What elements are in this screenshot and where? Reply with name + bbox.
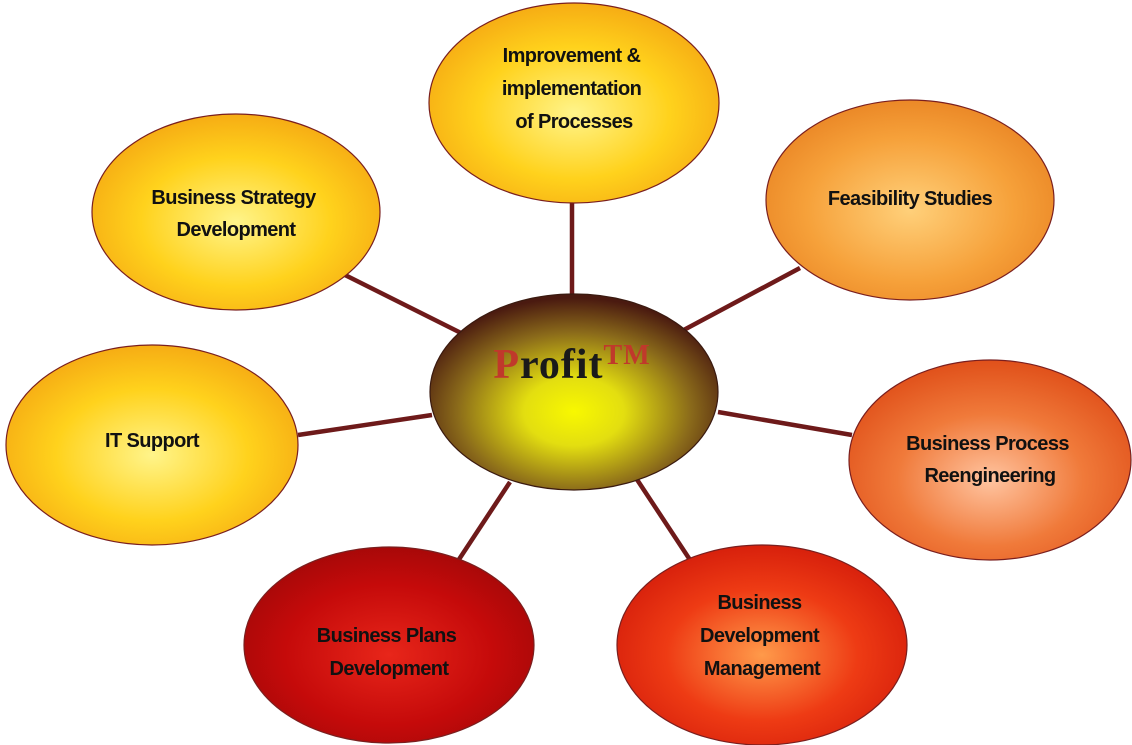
connector-it <box>297 412 433 438</box>
node-bpd-ellipse <box>243 546 535 744</box>
node-bpr: Business Process Reengineering <box>848 359 1132 561</box>
node-bdm-label: Business Development Management <box>700 592 824 680</box>
node-improvement: Improvement & implementation of Processe… <box>428 2 720 204</box>
connector-bsd <box>343 272 467 338</box>
node-it-ellipse <box>5 344 299 546</box>
connector-bdm <box>634 476 700 574</box>
node-feasibility: Feasibility Studies <box>765 99 1055 301</box>
center-title-initial: P <box>493 342 520 388</box>
node-it: IT Support <box>5 344 299 546</box>
node-bsd: Business Strategy Development <box>91 113 381 311</box>
connectors <box>297 198 853 574</box>
center-title-rest: rofit <box>520 342 604 388</box>
node-improvement-ellipse <box>428 2 720 204</box>
center-title: ProfitTM <box>493 340 650 388</box>
node-feasibility-ellipse <box>765 99 1055 301</box>
connector-bpr <box>717 409 853 438</box>
node-bdm: Business Development Management <box>616 544 908 745</box>
node-bpd: Business Plans Development <box>243 546 535 744</box>
node-feasibility-label: Feasibility Studies <box>828 188 993 210</box>
node-bpr-ellipse <box>848 359 1132 561</box>
node-it-label: IT Support <box>105 430 200 452</box>
node-bpr-label: Business Process Reengineering <box>906 433 1074 487</box>
node-bdm-ellipse <box>616 544 908 745</box>
node-bsd-ellipse <box>91 113 381 311</box>
node-bpd-label: Business Plans Development <box>317 625 461 680</box>
node-improvement-label: Improvement & implementation of Processe… <box>502 45 646 133</box>
center-node: ProfitTM <box>429 293 719 491</box>
center-trademark: TM <box>604 340 651 371</box>
center-ellipse <box>429 293 719 491</box>
connector-feasibility <box>678 266 802 334</box>
node-bsd-label: Business Strategy Development <box>151 187 320 241</box>
connector-bpd <box>450 480 512 572</box>
